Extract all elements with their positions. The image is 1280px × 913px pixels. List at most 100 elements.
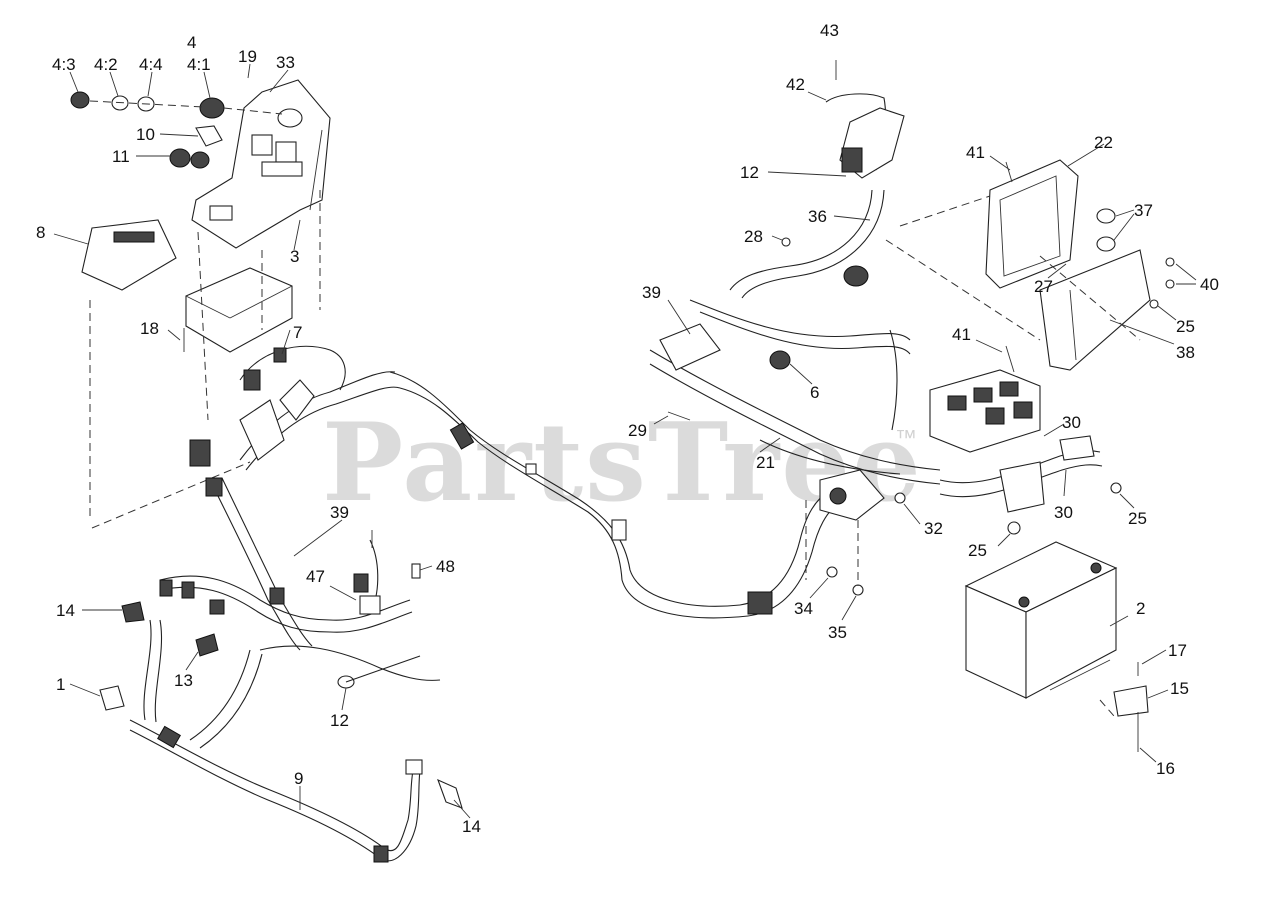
callout-1: 1 [56,675,65,694]
tie-12a-strap [345,655,421,683]
harness-right-main-b [649,363,941,485]
fuse-2 [973,387,993,403]
leader-25b [1119,493,1135,509]
callout-2: 2 [1136,599,1145,618]
connector-lower-6 [359,595,381,615]
nut-25c [1007,521,1021,535]
callout-41a: 41 [966,143,985,162]
relay-mount [843,265,869,287]
harness-branch-lower-b [159,586,413,633]
callout-4-3: 4:3 [52,55,76,74]
harness-drop-2 [154,619,163,723]
switch-4-3 [70,91,90,109]
callout-12b: 12 [740,163,759,182]
panel-tab [209,205,233,221]
callout-38: 38 [1176,343,1195,362]
harness-connector-1 [449,422,475,450]
callout-14b: 14 [462,817,481,836]
harness-connector-8 [243,369,261,391]
harness-drop-3 [189,649,251,741]
battery-side [1025,567,1117,699]
alignment-line-2 [197,231,209,421]
leader-1 [69,683,101,697]
callout-21: 21 [756,453,775,472]
callout-16: 16 [1156,759,1175,778]
leader-lines [53,63,1197,819]
solenoid [819,469,885,521]
harness-clip [525,463,537,475]
callout-9: 9 [294,769,303,788]
module-edge-2 [229,285,293,319]
leader-25a [1157,305,1177,321]
harness-drop-1 [143,619,152,721]
tie-29 [667,411,691,421]
module-edge [185,295,231,319]
leader-13 [185,651,199,671]
leader-21 [759,437,781,453]
callout-32: 32 [924,519,943,538]
callout-40: 40 [1200,275,1219,294]
relay-1 [985,407,1005,425]
callout-25a: 25 [1176,317,1195,336]
switch-assembly [70,91,283,119]
harness-drop-4 [199,653,263,749]
harness-loop-a [239,345,346,391]
callout-47: 47 [306,567,325,586]
nut-35 [852,584,864,596]
dash-panel-assembly [70,79,331,529]
callout-42: 42 [786,75,805,94]
nut-25b [1110,482,1122,494]
connector-14a [121,601,145,623]
connector-lower-2 [181,581,195,599]
callout-33: 33 [276,53,295,72]
fuse-1 [947,395,967,411]
leader-48 [419,565,433,571]
callout-4-2: 4:2 [94,55,118,74]
harness-30-b [939,464,1103,498]
panel-gauge-1 [251,134,273,156]
leader-3 [293,219,301,251]
connector-39b [659,323,721,371]
harness-connector-4 [279,379,315,421]
leader-4-2 [109,71,119,97]
callout-14a: 14 [56,601,75,620]
cable-36-b [741,189,885,299]
controller-face [999,175,1061,277]
bracket-30 [999,461,1045,513]
leader-29 [653,415,669,425]
main-harness [99,345,841,863]
leader-14b [453,799,471,819]
callout-36: 36 [808,207,827,226]
key-switch-hole [277,108,303,128]
alignment-line-10 [1039,255,1141,341]
nut-40a [1165,257,1175,267]
panel-switch-row [261,161,303,177]
callout-19: 19 [238,47,257,66]
connector-lower-1 [159,579,173,597]
connector-lower-4 [269,587,285,605]
callout-30a: 30 [1062,413,1081,432]
leader-39b [667,299,691,335]
battery-base [1049,659,1111,691]
bracket-38 [1039,249,1151,371]
leader-34 [809,577,829,599]
harness-trunk-b [221,477,313,647]
callout-25c: 25 [968,541,987,560]
sensor-6 [769,350,791,370]
leader-32 [903,503,921,525]
cable-9-b [129,729,421,862]
hour-meter-display [113,231,155,243]
connector-14b [437,778,463,809]
battery-terminal-1 [1018,596,1030,608]
harness-branch-mid [259,645,441,681]
leader-15 [1147,689,1169,699]
leader-22 [1067,143,1105,167]
harness-connector-5 [239,399,285,461]
harness-connector-9 [273,347,287,363]
callout-4: 4 [187,33,196,52]
bracket-38-edge [1069,289,1077,361]
leader-18 [167,329,181,341]
leader-38 [1109,319,1175,345]
callout-43: 43 [820,21,839,40]
leader-4-1 [203,71,211,99]
